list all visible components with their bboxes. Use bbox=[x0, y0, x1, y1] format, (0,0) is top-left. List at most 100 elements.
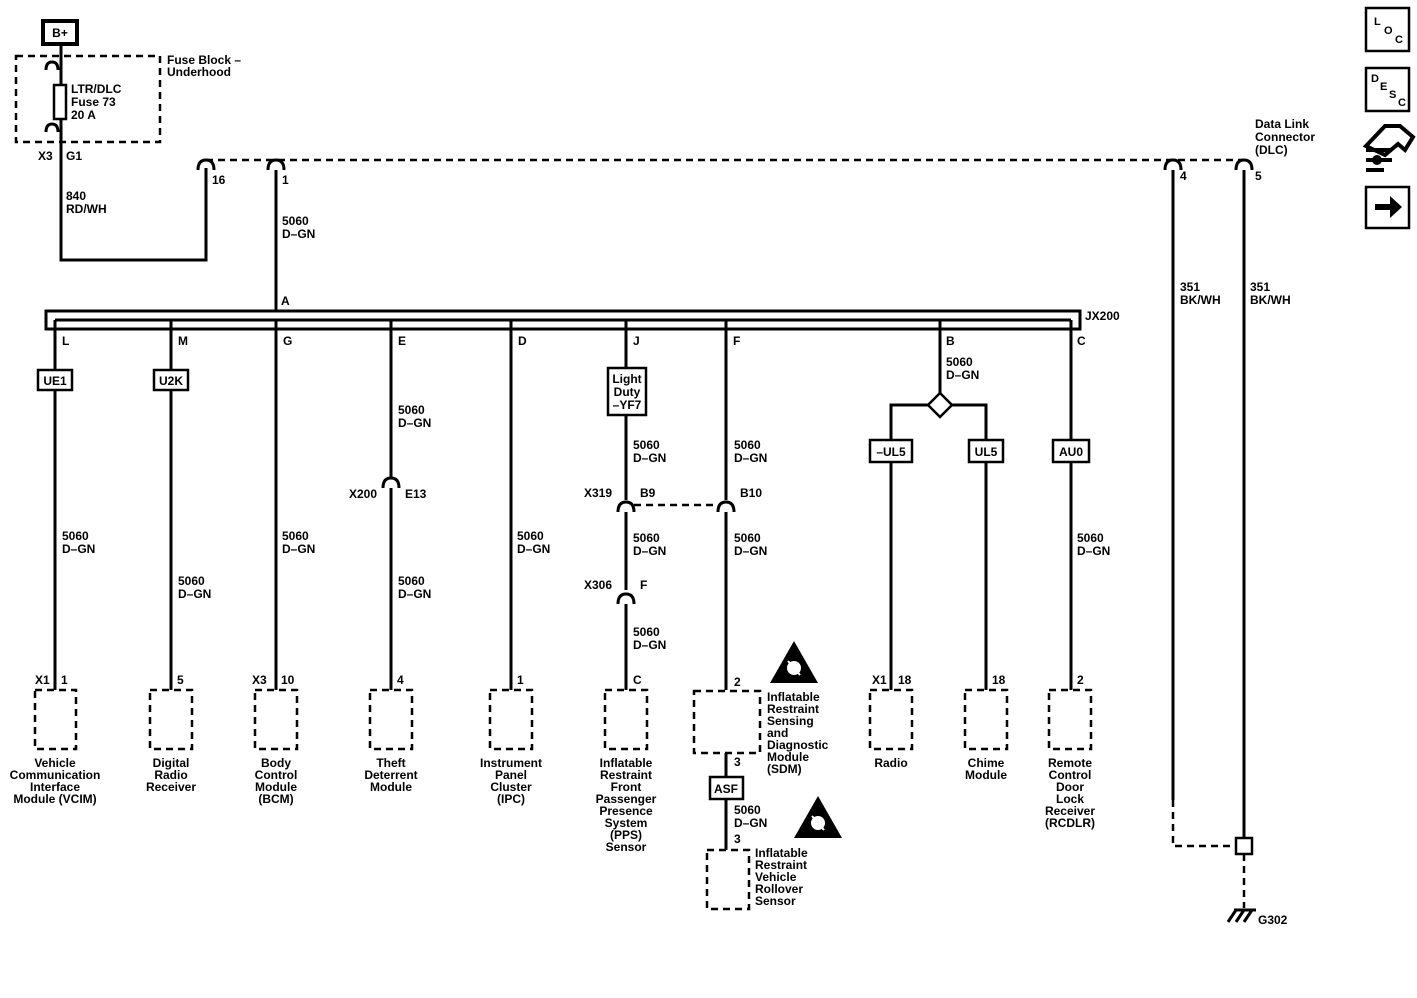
connector-x200-icon bbox=[381, 470, 401, 489]
svg-text:Front: Front bbox=[611, 780, 642, 794]
branch-e-term: 4 bbox=[397, 673, 404, 687]
svg-text:Communication: Communication bbox=[10, 768, 101, 782]
dlc-pin-16: 16 bbox=[212, 173, 226, 187]
branch-l-circuit: 5060 bbox=[62, 529, 89, 543]
svg-text:Inflatable: Inflatable bbox=[767, 690, 820, 704]
branch-g-term: 10 bbox=[281, 673, 295, 687]
svg-text:C: C bbox=[1395, 34, 1403, 46]
wire-840-circuit: 840 bbox=[66, 189, 86, 203]
option-ul5-label: UL5 bbox=[975, 445, 998, 459]
branch-f-circuit-1: 5060 bbox=[734, 438, 761, 452]
next-arrow-icon bbox=[1375, 196, 1402, 218]
branch-b-wires-lower bbox=[889, 462, 988, 690]
svg-text:Instrument: Instrument bbox=[480, 756, 542, 770]
svg-text:Light: Light bbox=[612, 372, 641, 386]
branch-j-conn-x319: X319 bbox=[584, 486, 612, 500]
branch-l-color: D–GN bbox=[62, 542, 95, 556]
option-asf-label: ASF bbox=[714, 782, 738, 796]
branch-b-radio-term: 18 bbox=[898, 673, 912, 687]
module-rollover-label: Inflatable Restraint Vehicle Rollover Se… bbox=[755, 846, 808, 908]
branch-d-term: 1 bbox=[517, 673, 524, 687]
branch-f-term-rollover: 3 bbox=[734, 832, 741, 846]
next-arrow-button[interactable] bbox=[1364, 185, 1411, 230]
branch-e-color-2: D–GN bbox=[398, 587, 431, 601]
fuse-number: Fuse 73 bbox=[71, 95, 116, 109]
dlc-pin-5: 5 bbox=[1255, 169, 1262, 183]
loc-button[interactable]: L O C bbox=[1364, 6, 1411, 53]
svg-text:Restraint: Restraint bbox=[767, 702, 819, 716]
module-rollover-box bbox=[705, 848, 751, 911]
conn-x3-label: X3 bbox=[38, 149, 53, 163]
branch-j-pin-b9: B9 bbox=[640, 486, 656, 500]
desc-button[interactable]: D E S C bbox=[1364, 66, 1411, 113]
svg-text:Receiver: Receiver bbox=[146, 780, 196, 794]
ground-dashed-link bbox=[1171, 800, 1236, 848]
module-chime-label: Chime Module bbox=[965, 756, 1007, 782]
option-light-duty-label: Light Duty –YF7 bbox=[612, 372, 641, 412]
option-ue1-label: UE1 bbox=[43, 374, 67, 388]
branch-b-pin: B bbox=[946, 334, 955, 348]
fuse-rating: 20 A bbox=[71, 108, 96, 122]
connector-x306-icon bbox=[616, 592, 636, 605]
module-vcim-box bbox=[33, 688, 78, 751]
svg-text:Digital: Digital bbox=[153, 756, 190, 770]
svg-text:Rollover: Rollover bbox=[755, 882, 803, 896]
branch-j-circuit-2: 5060 bbox=[633, 531, 660, 545]
option-u2k bbox=[152, 368, 190, 392]
feed-circuit: 5060 bbox=[282, 214, 309, 228]
fuse-icon bbox=[44, 46, 68, 150]
branch-m-circuit: 5060 bbox=[178, 574, 205, 588]
branch-e-circuit-2: 5060 bbox=[398, 574, 425, 588]
svg-text:and: and bbox=[767, 726, 788, 740]
branch-j-color-1: D–GN bbox=[633, 451, 666, 465]
branch-j-circuit-1: 5060 bbox=[633, 438, 660, 452]
branch-g-circuit: 5060 bbox=[282, 529, 309, 543]
module-ipc-box bbox=[488, 688, 534, 751]
branch-e-color-1: D–GN bbox=[398, 416, 431, 430]
svg-text:Inflatable: Inflatable bbox=[600, 756, 653, 770]
option-ue1 bbox=[36, 368, 74, 392]
svg-text:(SDM): (SDM) bbox=[767, 762, 802, 776]
branch-e-conn-pin: E13 bbox=[405, 487, 427, 501]
option-au0 bbox=[1051, 438, 1091, 464]
option-au0-label: AU0 bbox=[1059, 445, 1083, 459]
svg-text:(IPC): (IPC) bbox=[497, 792, 525, 806]
svg-text:D: D bbox=[1371, 73, 1379, 85]
svg-text:C: C bbox=[1398, 97, 1406, 109]
svg-text:Restraint: Restraint bbox=[600, 768, 652, 782]
svg-text:Lock: Lock bbox=[1056, 792, 1084, 806]
module-chime-box bbox=[963, 688, 1009, 751]
b-plus-source: B+ bbox=[41, 19, 79, 46]
module-bcm-box bbox=[253, 688, 299, 751]
branch-b-color: D–GN bbox=[946, 368, 979, 382]
dlc-pin-icons bbox=[196, 158, 1254, 171]
branch-m-term: 5 bbox=[177, 673, 184, 687]
svg-text:Restraint: Restraint bbox=[755, 858, 807, 872]
branch-f-circuit-3: 5060 bbox=[734, 803, 761, 817]
option-asf bbox=[708, 775, 745, 801]
connector-icon[interactable] bbox=[1362, 124, 1416, 172]
svg-text:Vehicle: Vehicle bbox=[755, 870, 797, 884]
svg-text:Control: Control bbox=[255, 768, 298, 782]
airbag-warning-icon bbox=[770, 641, 818, 683]
svg-text:Module: Module bbox=[255, 780, 297, 794]
dlc-wire-4-color: BK/WH bbox=[1180, 293, 1221, 307]
dlc-label-1: Data Link bbox=[1255, 117, 1309, 131]
branch-d-circuit: 5060 bbox=[517, 529, 544, 543]
svg-text:Chime: Chime bbox=[968, 756, 1005, 770]
branch-d-color: D–GN bbox=[517, 542, 550, 556]
module-pps-label: Inflatable Restraint Front Passenger Pre… bbox=[596, 756, 657, 854]
module-rcdlr-box bbox=[1047, 688, 1093, 751]
branch-f-pin: F bbox=[733, 334, 740, 348]
dlc-label-2: Connector bbox=[1255, 130, 1315, 144]
branch-b-circuit: 5060 bbox=[946, 355, 973, 369]
module-radio-label: Radio bbox=[874, 756, 907, 770]
branch-l-conn: X1 bbox=[35, 673, 50, 687]
svg-text:Inflatable: Inflatable bbox=[755, 846, 808, 860]
branch-m-color: D–GN bbox=[178, 587, 211, 601]
branch-e-circuit-1: 5060 bbox=[398, 403, 425, 417]
svg-text:Remote: Remote bbox=[1048, 756, 1092, 770]
option-not-ul5-label: –UL5 bbox=[876, 445, 906, 459]
fuse-name: LTR/DLC bbox=[71, 82, 122, 96]
svg-text:Module: Module bbox=[767, 750, 809, 764]
